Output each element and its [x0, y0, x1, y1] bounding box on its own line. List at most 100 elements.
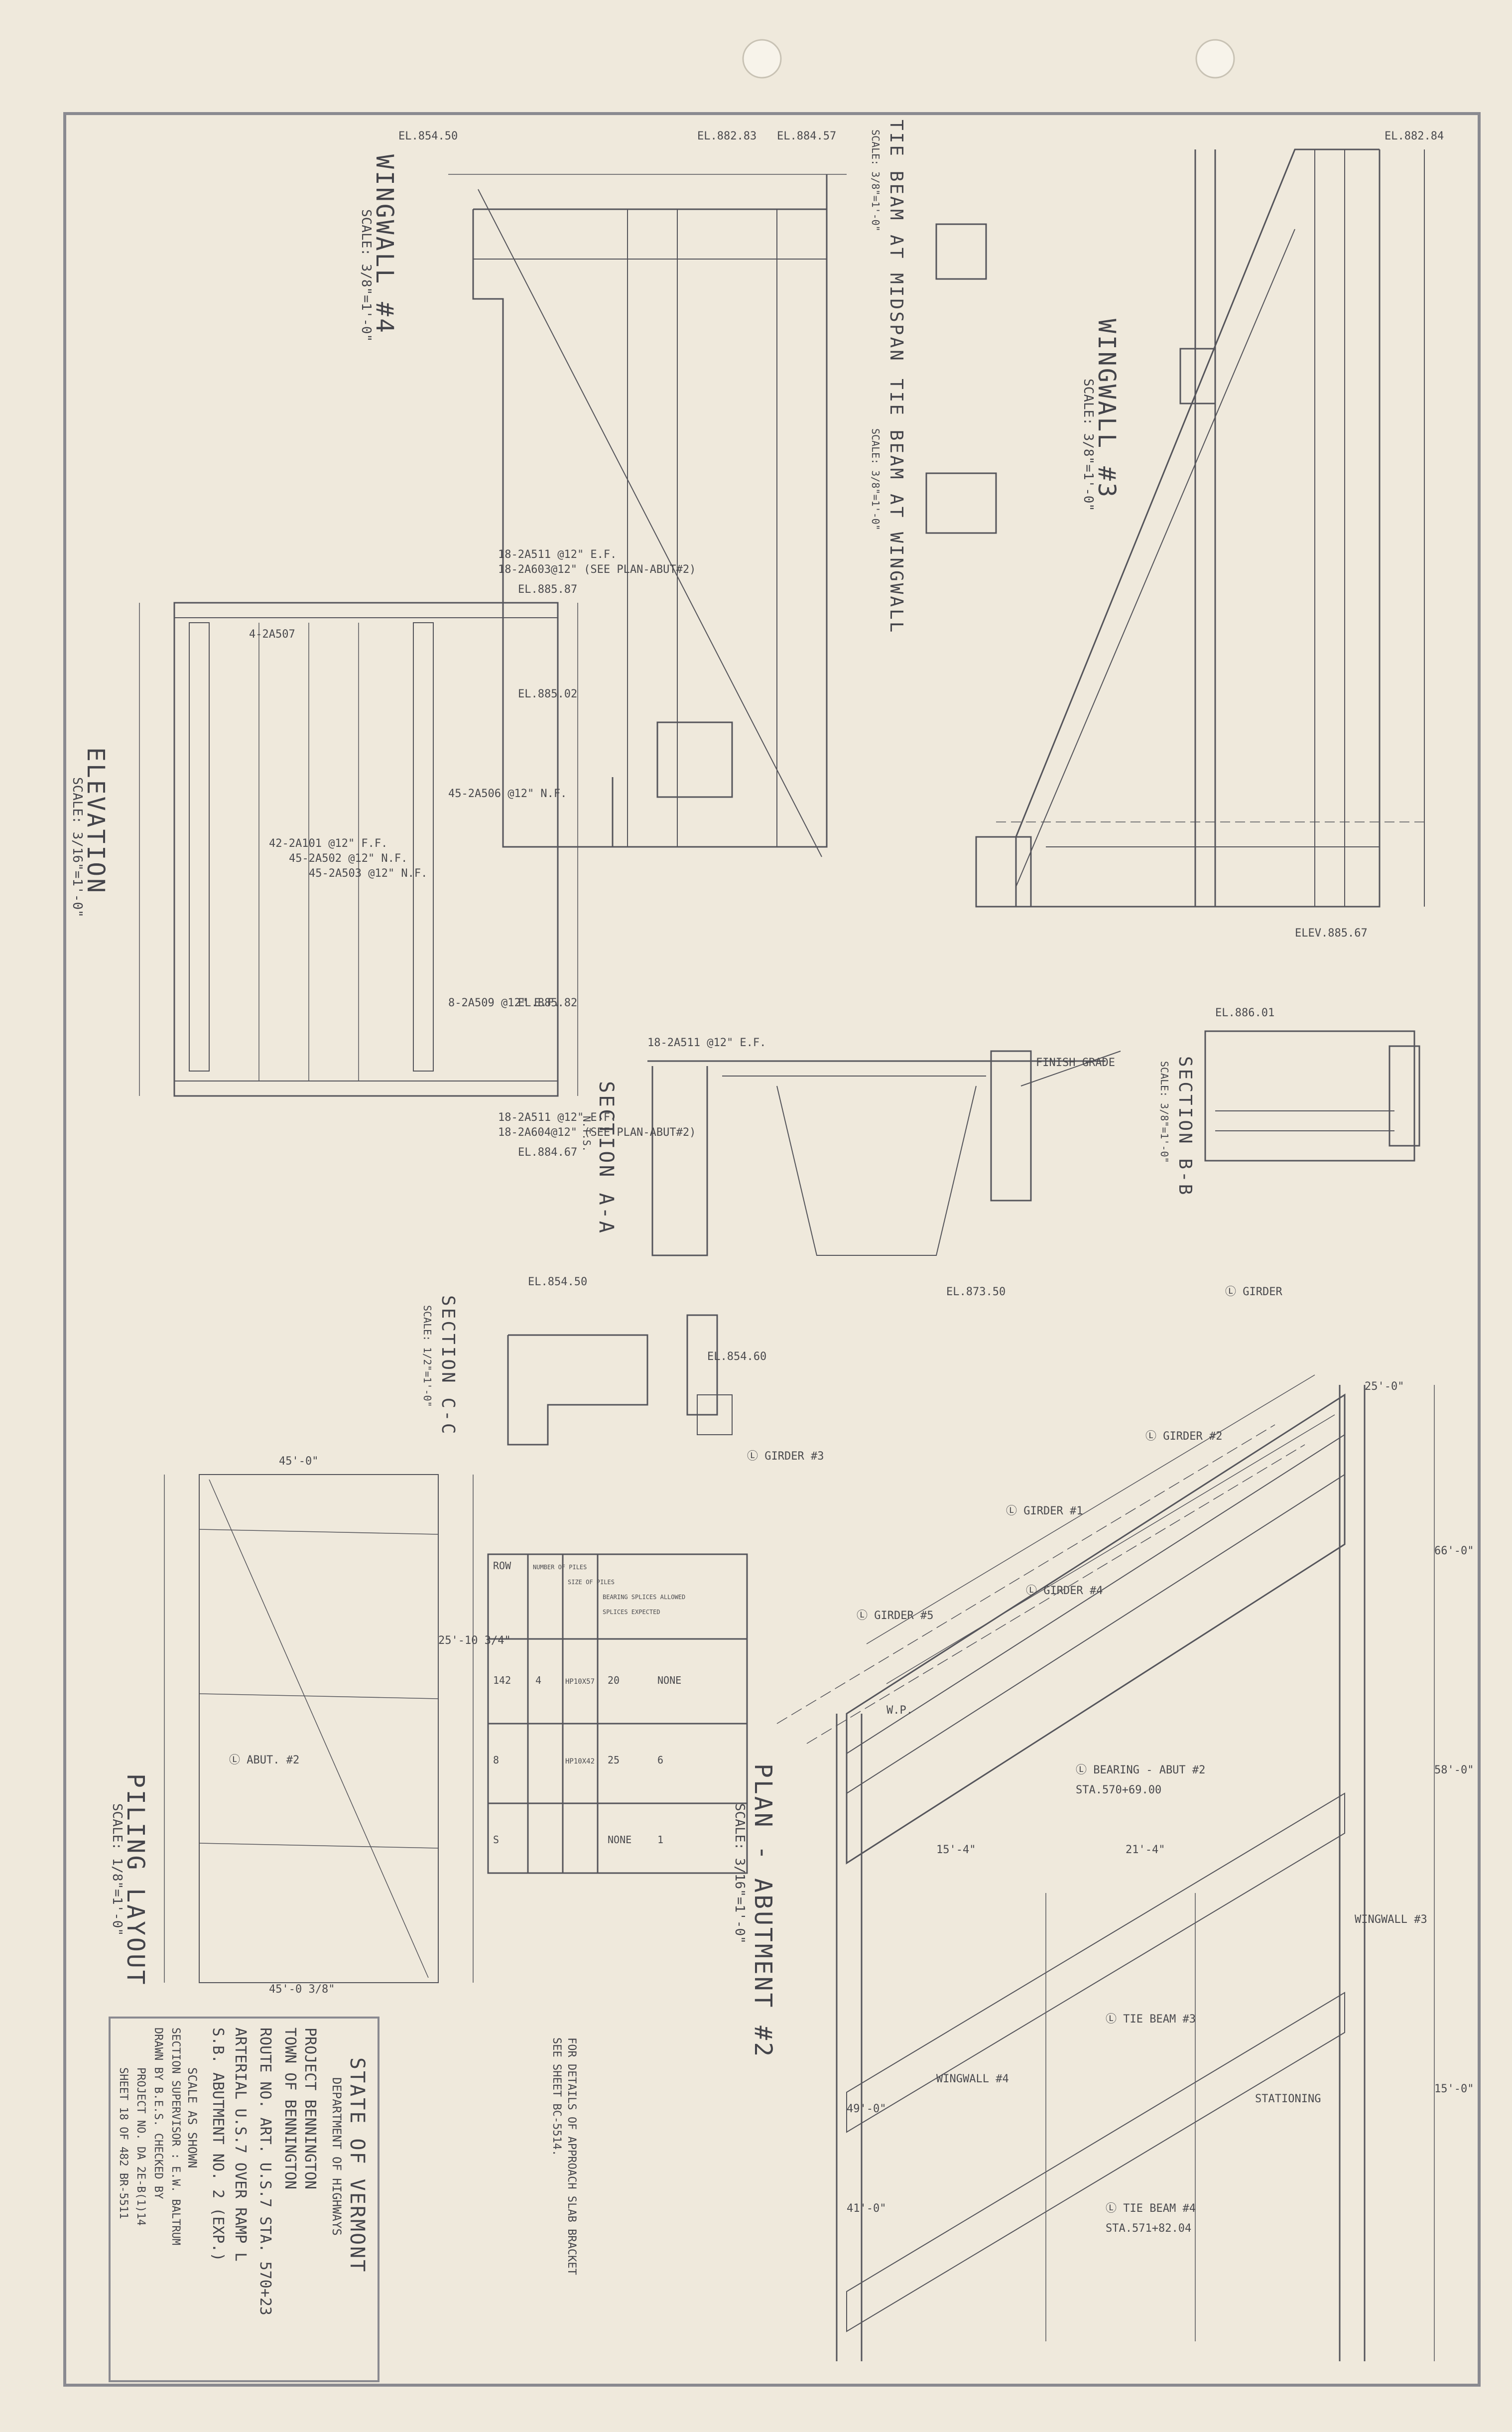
diagram-labels: 18-2A511 @12" E.F. 18-2A603@12" (SEE PLA…	[229, 130, 1474, 2235]
pile-cell-0-1: HP10X57	[565, 1678, 595, 1686]
pile-table-text: ROW 142 8 S NUMBER OF PILES SIZE OF PILE…	[493, 1560, 685, 1846]
section-aa-title: SECTION A-A	[595, 1081, 618, 1235]
label-wp: W.P.	[886, 1704, 913, 1717]
label-girder5: Ⓛ GIRDER #5	[857, 1610, 933, 1622]
piling-drawing	[164, 1474, 474, 1983]
elevation-drawing	[139, 602, 578, 1097]
title-block-frame	[109, 2017, 379, 2382]
tb-dept: DEPARTMENT OF HIGHWAYS	[330, 2077, 344, 2236]
label-bar9: 45-2A506 @12" N.F.	[448, 788, 567, 800]
label-sta1: STA.570+69.00	[1076, 1784, 1161, 1796]
wingwall4-scale: SCALE: 3/8"=1'-0"	[359, 209, 374, 342]
tb-sheet: SHEET 18 OF 482 BR-5511	[117, 2067, 129, 2219]
label-dim6: 49'-0"	[847, 2103, 886, 2115]
label-sta2: STA.571+82.04	[1106, 2222, 1191, 2235]
label-el9: EL.884.67	[518, 1146, 577, 1159]
label-dim10: 45'-0 3/8"	[269, 1983, 335, 1996]
tie-midspan-scale: SCALE: 3/8"=1'-0"	[870, 130, 882, 232]
label-el4: EL.854.50	[528, 1276, 587, 1288]
pile-header-1: NUMBER OF PILES	[533, 1564, 587, 1571]
tb-supervisor: SECTION SUPERVISOR : E.W. BALTRUM	[169, 2027, 182, 2246]
label-dim5: 58'-0"	[1434, 1764, 1474, 1776]
piling-title: PILING LAYOUT	[122, 1773, 149, 1987]
pile-cell-2-2: NONE	[608, 1834, 631, 1846]
label-bar1: 18-2A511 @12" E.F.	[498, 548, 617, 561]
tb-project: PROJECT BENNINGTON	[301, 2027, 319, 2190]
label-el11: ELEV.885.67	[1295, 927, 1368, 940]
label-el4b: EL.854.50	[398, 130, 458, 142]
section-bb-scale: SCALE: 3/8"=1'-0"	[1158, 1061, 1170, 1163]
label-tie4: Ⓛ TIE BEAM #4	[1106, 2202, 1196, 2215]
label-el12: EL.886.01	[1215, 1007, 1274, 1019]
pile-header-3: BEARING SPLICES ALLOWED	[603, 1594, 685, 1601]
pile-row-label-2: 142	[493, 1674, 511, 1686]
approach-note-1: FOR DETAILS OF APPROACH SLAB BRACKET	[565, 2037, 578, 2275]
tb-project-no: PROJECT NO. DA 2E-B(1)14	[134, 2067, 147, 2226]
pile-cell-0-0: 4	[535, 1674, 541, 1686]
label-girder2: Ⓛ GIRDER #2	[1145, 1430, 1222, 1443]
label-bar5b: 42-2A101 @12" F.F.	[269, 837, 387, 850]
elevation-title: ELEVATION	[82, 747, 110, 895]
wingwall4-title: WINGWALL #4	[371, 154, 398, 335]
wingwall3-scale: SCALE: 3/8"=1'-0"	[1081, 379, 1096, 512]
label-bar4: 18-2A604@12" (SEE PLAN-ABUT#2)	[498, 1126, 696, 1139]
label-dim2: 15'-4"	[936, 1844, 976, 1856]
label-girder1: Ⓛ GIRDER #1	[1006, 1505, 1083, 1517]
label-girder-cl: Ⓛ GIRDER	[1225, 1286, 1282, 1298]
pile-header-4: SPLICES EXPECTED	[603, 1609, 660, 1616]
pile-header-2: SIZE OF PILES	[568, 1579, 615, 1586]
label-wing4: WINGWALL #4	[936, 2073, 1009, 2085]
plan-title: PLAN - ABUTMENT #2	[749, 1763, 777, 2059]
label-dim3: 21'-4"	[1126, 1844, 1165, 1856]
label-dim7: 41'-0"	[847, 2202, 886, 2215]
pile-row-label-4: S	[493, 1834, 499, 1846]
binding-hole-1	[742, 39, 782, 79]
label-bar7: 45-2A503 @12" N.F.	[309, 867, 427, 880]
label-bearing: Ⓛ BEARING - ABUT #2	[1076, 1764, 1205, 1776]
section-bb-title: SECTION B-B	[1175, 1056, 1195, 1197]
label-bar8: 8-2A509 @12" E.F.	[448, 997, 560, 1009]
pile-cell-0-2: 20	[608, 1674, 620, 1686]
pile-row-label-1: ROW	[493, 1560, 511, 1572]
wingwall4-drawing	[448, 174, 997, 857]
section-cc-title: SECTION C-C	[438, 1295, 458, 1436]
label-el1: EL.882.84	[1385, 130, 1444, 142]
label-el8: EL.885.82	[518, 997, 577, 1009]
label-bar2: 18-2A603@12" (SEE PLAN-ABUT#2)	[498, 563, 696, 576]
tie-wingwall-scale: SCALE: 3/8"=1'-0"	[870, 428, 882, 531]
label-dim4: 66'-0"	[1434, 1545, 1474, 1557]
section-aa-scale: N.T.S.	[581, 1116, 593, 1152]
pile-table-grid	[487, 1553, 748, 1874]
label-el3: EL.884.57	[777, 130, 836, 142]
section-cc-drawing	[507, 1314, 733, 1446]
tb-scale: SCALE AS SHOWN	[185, 2067, 199, 2168]
pile-cell-1-3: 6	[657, 1754, 663, 1766]
label-el6: EL.885.02	[518, 688, 577, 700]
label-dim8: 15'-0"	[1434, 2083, 1474, 2095]
label-finish: FINISH GRADE	[1036, 1057, 1115, 1069]
pile-cell-2-3: 1	[657, 1834, 663, 1846]
sheet-border	[63, 112, 1481, 2387]
label-bar3: 18-2A511 @12" E.F.	[498, 1111, 617, 1124]
label-bar5: 18-2A511 @12" E.F.	[647, 1037, 766, 1049]
wingwall3-drawing	[975, 148, 1425, 908]
plan-drawing	[776, 1374, 1435, 2361]
label-el10: EL.854.60	[707, 1351, 766, 1363]
tb-arterial: ARTERIAL U.S.7 OVER RAMP L	[232, 2027, 249, 2262]
section-bb-drawing	[1204, 1030, 1420, 1162]
label-dim11: 25'-10 3/4"	[438, 1634, 511, 1647]
label-stationing: STATIONING	[1255, 2093, 1321, 2105]
tb-drawn: DRAWN BY B.E.S. CHECKED BY	[152, 2027, 164, 2199]
label-el2: EL.882.83	[697, 130, 756, 142]
section-aa-drawing	[647, 1050, 1121, 1256]
pile-cell-0-3: NONE	[657, 1674, 681, 1686]
label-el7: EL.873.50	[946, 1286, 1006, 1298]
plan-scale: SCALE: 3/16"=1'-0"	[732, 1803, 747, 1944]
tb-state: STATE OF VERMONT	[346, 2057, 369, 2274]
label-el5: EL.885.87	[518, 583, 577, 596]
binding-hole-2	[1195, 39, 1235, 79]
section-cc-scale: SCALE: 1/2"=1'-0"	[421, 1305, 433, 1407]
label-girder4: Ⓛ GIRDER #4	[1026, 1585, 1103, 1597]
tb-abutment: S.B. ABUTMENT NO. 2 (EXP.)	[209, 2027, 227, 2262]
